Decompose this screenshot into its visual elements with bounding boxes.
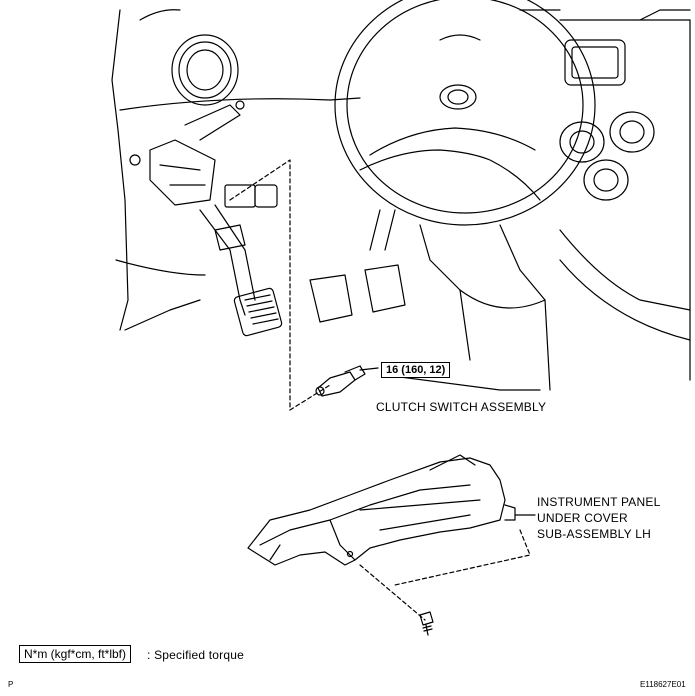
- bolt-callout: [359, 529, 531, 621]
- dashboard-outline: [111, 9, 361, 331]
- air-vent-left: [171, 34, 239, 106]
- legend-torque-unit: N*m (kgf*cm, ft*lbf): [19, 645, 132, 663]
- under-cover-label-line3: SUB-ASSEMBLY LH: [537, 527, 651, 541]
- steering-wheel: [334, 0, 596, 226]
- other-pedals: [309, 209, 406, 323]
- clutch-switch-callout: [229, 159, 331, 411]
- steering-column: [419, 224, 551, 391]
- clutch-pedal-assembly: [129, 100, 283, 337]
- footer-left-mark: P: [8, 680, 14, 689]
- torque-value-box: 16 (160, 12): [381, 362, 451, 378]
- clutch-switch-leader: [384, 374, 541, 391]
- clutch-switch: [315, 365, 379, 397]
- under-cover-label-line2: UNDER COVER: [537, 511, 628, 525]
- bolt: [419, 611, 434, 636]
- figure-id: E118627E01: [640, 680, 686, 689]
- legend-description: : Specified torque: [147, 648, 244, 662]
- center-console: [519, 9, 691, 381]
- under-cover-part: [247, 454, 516, 566]
- under-cover-label-line1: INSTRUMENT PANEL: [537, 495, 661, 509]
- clutch-switch-label: CLUTCH SWITCH ASSEMBLY: [376, 400, 547, 414]
